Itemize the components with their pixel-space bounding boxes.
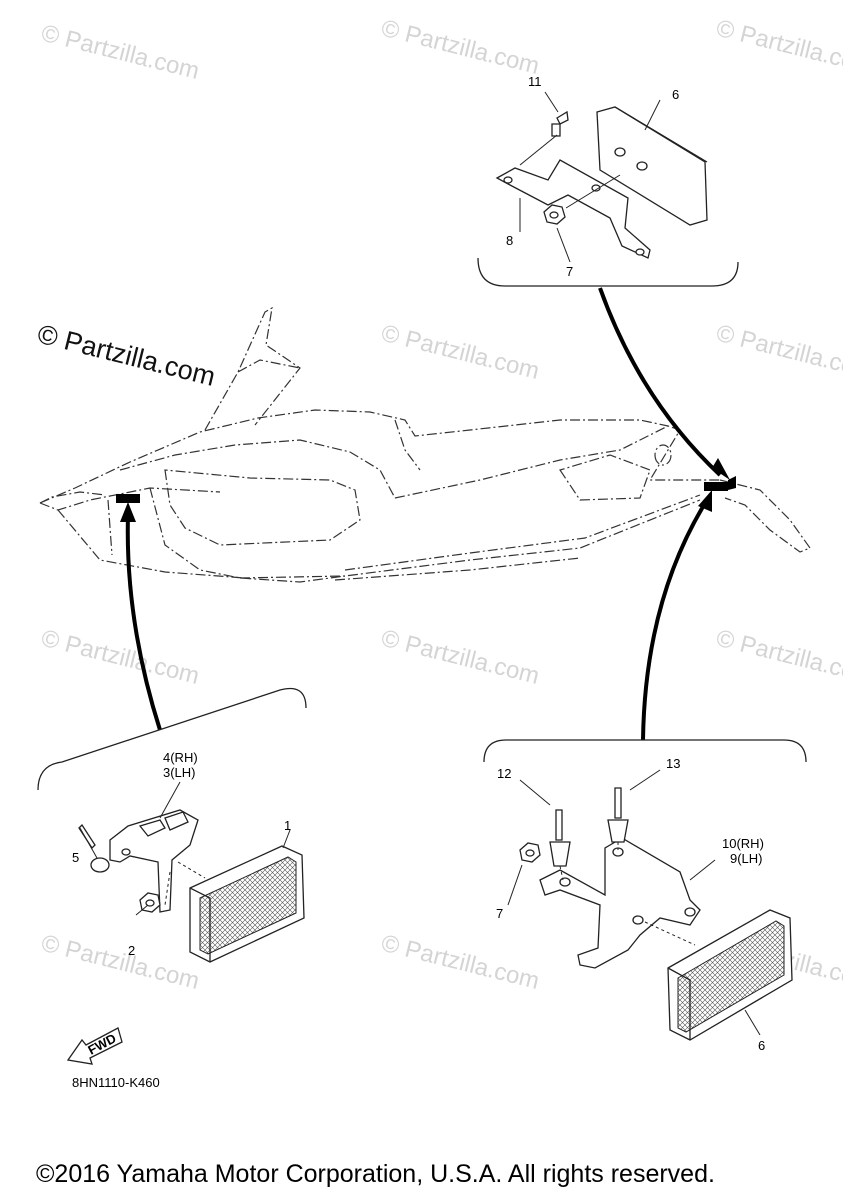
svg-text:© Partzilla.com: © Partzilla.com xyxy=(39,625,202,690)
callout-2: 2 xyxy=(128,943,135,958)
fwd-label: FWD xyxy=(85,1031,118,1058)
rear-reflector-location-tab xyxy=(728,476,736,490)
rivet-12-part xyxy=(555,809,563,841)
svg-text:© Partzilla.com: © Partzilla.com xyxy=(379,15,542,80)
callout-3: 3(LH) xyxy=(163,765,196,780)
indicator-arrows xyxy=(120,287,730,741)
callout-6-top: 6 xyxy=(672,87,679,102)
rivet-part xyxy=(556,110,569,125)
svg-text:© Partzilla.com: © Partzilla.com xyxy=(35,319,219,392)
callout-9: 9(LH) xyxy=(730,851,763,866)
front-reflector-location-marker xyxy=(116,494,140,503)
watermark: © Partzilla.com xyxy=(379,15,542,80)
callout-8: 8 xyxy=(506,233,513,248)
detail-frame-top xyxy=(477,257,739,287)
svg-text:© Partzilla.com: © Partzilla.com xyxy=(379,930,542,995)
watermark: © Partzilla.com xyxy=(714,320,843,385)
callout-4: 4(RH) xyxy=(163,750,198,765)
callout-6-bottom: 6 xyxy=(758,1038,765,1053)
watermark: © Partzilla.com xyxy=(39,20,202,85)
detail-frame-right xyxy=(483,739,807,763)
callout-7-top: 7 xyxy=(566,264,573,279)
callout-13: 13 xyxy=(666,756,680,771)
watermark-primary: © Partzilla.com xyxy=(35,319,219,392)
svg-text:© Partzilla.com: © Partzilla.com xyxy=(379,625,542,690)
diagram-code: 8HN1110-K460 xyxy=(72,1075,160,1090)
watermark: © Partzilla.com xyxy=(714,625,843,690)
front-bracket-part xyxy=(109,809,199,913)
rear-reflector-location-marker xyxy=(704,482,728,491)
watermark: © Partzilla.com xyxy=(379,320,542,385)
callout-11: 11 xyxy=(528,74,542,89)
rivet-13-part xyxy=(614,787,622,819)
detail-frame-left xyxy=(37,687,307,791)
callout-1: 1 xyxy=(284,818,291,833)
watermark: © Partzilla.com xyxy=(379,930,542,995)
svg-text:© Partzilla.com: © Partzilla.com xyxy=(39,20,202,85)
svg-text:© Partzilla.com: © Partzilla.com xyxy=(379,320,542,385)
svg-text:© Partzilla.com: © Partzilla.com xyxy=(714,625,843,690)
callout-12: 12 xyxy=(497,766,511,781)
forward-direction-indicator: FWD xyxy=(66,1027,123,1065)
svg-text:© Partzilla.com: © Partzilla.com xyxy=(39,930,202,995)
rear-bracket-part xyxy=(539,837,701,969)
watermark: © Partzilla.com xyxy=(714,15,843,80)
svg-text:© Partzilla.com: © Partzilla.com xyxy=(714,320,843,385)
license-bracket-part xyxy=(495,159,651,259)
top-detail-view: 11 6 8 7 xyxy=(477,74,739,287)
fwd-arrow-icon xyxy=(66,1027,123,1065)
snowmobile-outline xyxy=(39,306,811,583)
watermark: © Partzilla.com xyxy=(39,625,202,690)
watermark: © Partzilla.com xyxy=(379,625,542,690)
front-detail-view: 4(RH) 3(LH) 1 5 2 xyxy=(37,687,307,963)
callout-5: 5 xyxy=(72,850,79,865)
copyright-footer: ©2016 Yamaha Motor Corporation, U.S.A. A… xyxy=(36,1160,715,1188)
callout-7-bottom: 7 xyxy=(496,906,503,921)
watermark: © Partzilla.com xyxy=(39,930,202,995)
rear-detail-view: 12 13 10(RH) 9(LH) 7 6 xyxy=(483,739,807,1053)
callout-10: 10(RH) xyxy=(722,836,764,851)
screw-part xyxy=(78,823,96,850)
svg-text:© Partzilla.com: © Partzilla.com xyxy=(714,15,843,80)
